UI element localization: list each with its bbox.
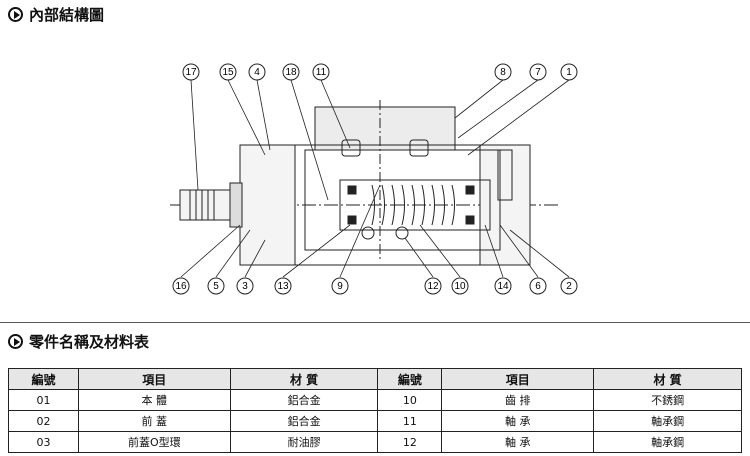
callout-circle [529,63,547,81]
cylinder-bore [304,149,501,251]
left-cap [239,144,296,266]
cell: 鋁合金 [229,389,379,411]
callout-label: 6 [535,281,541,292]
callout-circle [560,63,578,81]
cell: 03 [8,431,79,453]
bearing-11b [409,139,429,157]
section-divider [0,322,750,323]
shaft-nut [229,182,243,228]
play-circle-icon [8,7,23,22]
callout-label: 9 [337,281,343,292]
cell: 軸承鋼 [593,431,742,453]
section-title-structure-text: 內部結構圖 [29,6,105,24]
callout-circle [494,63,512,81]
header-number: 編號 [8,368,79,390]
internal-structure-diagram: 17 15 4 18 11 8 7 1 16 5 3 13 9 12 10 14 6 2 [170,63,578,295]
shaft-thread [189,190,215,220]
callout-label: 11 [316,67,327,78]
table-header-row: 編號 項目 材 質 編號 項目 材 質 [8,368,742,390]
rack-bore [339,179,491,231]
callout-circle [312,63,330,81]
cell: 前 蓋 [77,410,231,432]
section-title-parts-text: 零件名稱及材料表 [29,333,150,351]
callout-circle [274,277,292,295]
cell: 01 [8,389,79,411]
pinion-housing [314,106,456,151]
cell: 11 [377,410,443,432]
callout-circle [207,277,225,295]
bearing-11 [341,139,361,157]
header-item: 項目 [77,368,231,390]
header-item-2: 項目 [441,368,595,390]
callout-circle [560,277,578,295]
cell: 本 體 [77,389,231,411]
spring [371,184,455,226]
callout-circle [182,63,200,81]
cell: 02 [8,410,79,432]
parts-material-table: 編號 項目 材 質 編號 項目 材 質 01 本 體 鋁合金 10 齒 排 不銹… [8,368,742,453]
callout-label: 3 [242,281,248,292]
callout-circle [529,277,547,295]
callout-label: 12 [427,281,439,292]
header-number-2: 編號 [377,368,443,390]
callout-label: 1 [566,67,572,78]
callout-circle [236,277,254,295]
adjust-screw [497,149,513,201]
bearing-12 [395,226,409,240]
callout-label: 17 [185,67,197,78]
callout-circle [172,277,190,295]
cell: 鋁合金 [229,410,379,432]
section-title-structure: 內部結構圖 [8,4,104,25]
callout-circle [494,277,512,295]
callout-label: 2 [566,281,572,292]
cell: 前蓋O型環 [77,431,231,453]
callout-label: 13 [277,281,289,292]
cell: 耐油膠 [229,431,379,453]
cell: 12 [377,431,443,453]
table-row: 03 前蓋O型環 耐油膠 12 軸 承 軸承鋼 [8,431,742,453]
callout-label: 10 [454,281,466,292]
seal-a [347,185,357,195]
table-row: 02 前 蓋 鋁合金 11 軸 承 軸承鋼 [8,410,742,432]
callout-circle [248,63,266,81]
callout-label: 5 [213,281,219,292]
callout-label: 15 [222,67,234,78]
right-cap [479,144,531,266]
callout-label: 4 [254,67,260,78]
section-title-parts: 零件名稱及材料表 [8,331,149,352]
callout-label: 14 [497,281,509,292]
callout-circle [424,277,442,295]
callout-label: 18 [285,67,297,78]
cell: 不銹鋼 [593,389,742,411]
play-circle-icon [8,334,23,349]
callout-circle [282,63,300,81]
callout-circle [331,277,349,295]
cell: 軸 承 [441,431,595,453]
seal-c [465,185,475,195]
cell: 軸承鋼 [593,410,742,432]
seal-b [347,215,357,225]
table-row: 01 本 體 鋁合金 10 齒 排 不銹鋼 [8,389,742,411]
cell: 軸 承 [441,410,595,432]
callout-circle [219,63,237,81]
callout-circle [451,277,469,295]
callout-label: 8 [500,67,506,78]
callout-label: 16 [175,281,187,292]
header-material-2: 材 質 [593,368,742,390]
header-material: 材 質 [229,368,379,390]
callout-label: 7 [535,67,541,78]
cell: 10 [377,389,443,411]
bearing-12b [361,226,375,240]
cell: 齒 排 [441,389,595,411]
seal-d [465,215,475,225]
